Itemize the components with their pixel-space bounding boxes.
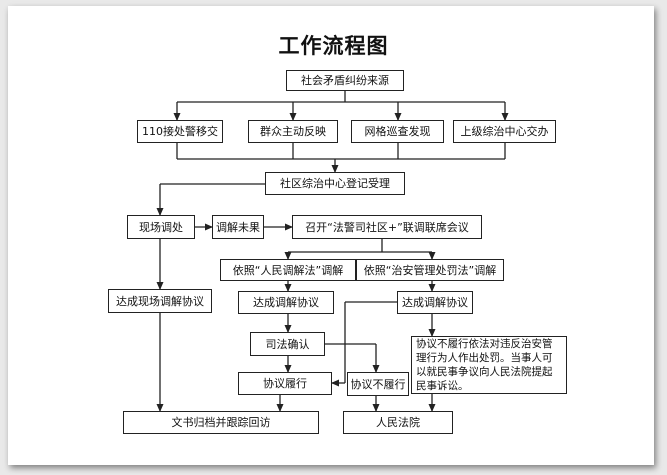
node-perform: 协议履行 <box>238 372 332 395</box>
page-title: 工作流程图 <box>278 34 389 58</box>
node-archive: 文书归档并跟踪回访 <box>123 411 319 434</box>
node-register: 社区综治中心登记受理 <box>265 172 405 195</box>
node-upper-assign: 上级综治中心交办 <box>453 120 556 143</box>
node-not-perform: 协议不履行 <box>347 372 409 396</box>
node-grid-patrol: 网格巡查发现 <box>351 120 444 143</box>
node-agreement-1: 达成调解协议 <box>238 291 334 314</box>
node-court: 人民法院 <box>343 411 453 434</box>
node-failed: 调解未果 <box>212 215 264 239</box>
node-agreement-2: 达成调解协议 <box>397 291 473 314</box>
node-onsite-agreement: 达成现场调解协议 <box>108 289 212 313</box>
node-penalty-note: 协议不履行依法对违反治安管理行为人作出处罚。当事人可以就民事争议向人民法院提起民… <box>411 336 567 394</box>
node-judicial: 司法确认 <box>250 332 325 356</box>
node-people-law: 依照“人民调解法”调解 <box>220 259 356 281</box>
node-source: 社会矛盾纠纷来源 <box>286 70 404 91</box>
node-110-transfer: 110接处警移交 <box>137 120 223 143</box>
node-security-law: 依照“治安管理处罚法”调解 <box>356 259 504 281</box>
node-onsite: 现场调处 <box>127 215 195 239</box>
node-masses-report: 群众主动反映 <box>248 120 338 143</box>
node-meeting: 召开“法警司社区+”联调联席会议 <box>292 215 482 239</box>
